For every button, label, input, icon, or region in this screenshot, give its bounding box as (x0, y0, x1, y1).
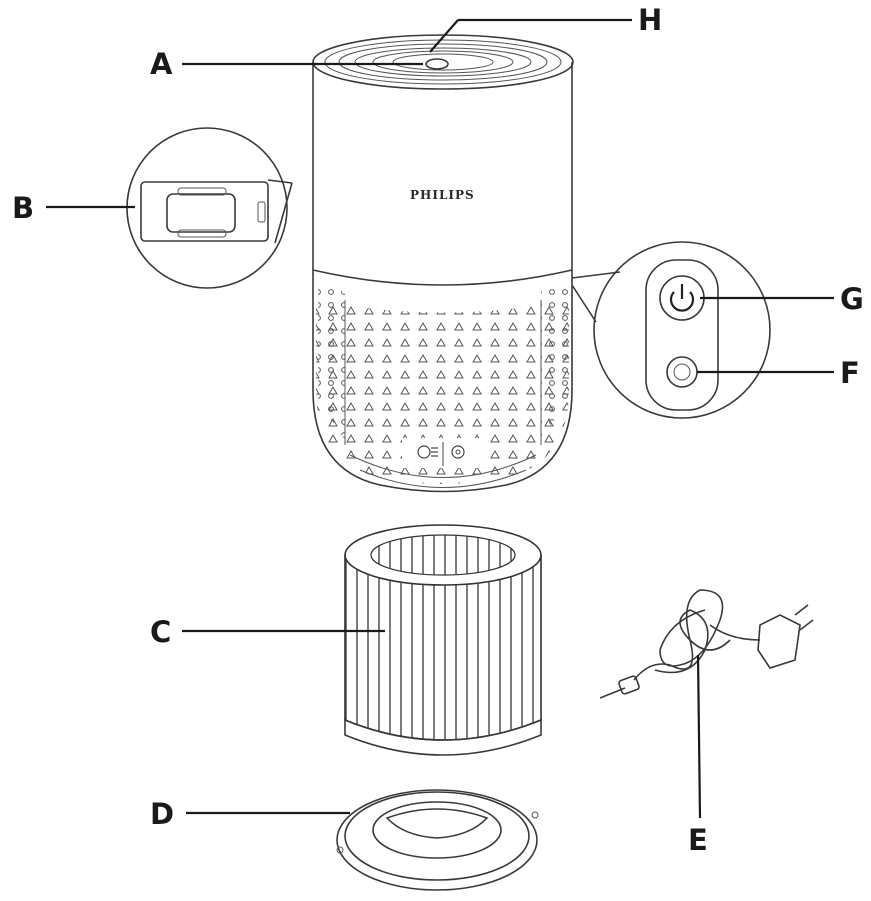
upper-housing (312, 62, 573, 286)
callout-h: H (638, 3, 662, 37)
fan-icon (417, 445, 438, 459)
leader-e (696, 654, 702, 819)
air-inlet-grille (316, 300, 569, 484)
light-button[interactable] (666, 356, 698, 388)
gear-icon (451, 445, 465, 459)
callout-e: E (688, 823, 708, 857)
filter-cylinder (344, 524, 542, 756)
power-icon (669, 284, 695, 312)
lower-housing (312, 270, 573, 493)
control-panel (645, 259, 719, 411)
callout-g: G (840, 282, 864, 316)
power-adapter (599, 589, 814, 699)
leader-h-diag (429, 19, 459, 53)
control-panel-inset (571, 241, 771, 419)
sensor-window (425, 58, 449, 70)
callout-c: C (150, 615, 171, 649)
callout-a: A (150, 47, 173, 81)
top-grille-outer (324, 39, 562, 85)
detail-b-inset (126, 127, 293, 289)
purifier-body: PHILIPS (312, 34, 574, 493)
filter-reset-slot (140, 181, 269, 242)
callout-b: B (12, 191, 34, 225)
bottom-cover (336, 789, 539, 891)
callout-f: F (840, 356, 860, 390)
brand-logo: PHILIPS (410, 188, 475, 202)
callout-d: D (150, 797, 174, 831)
top-rim (312, 34, 574, 90)
light-button-icon (673, 363, 691, 381)
